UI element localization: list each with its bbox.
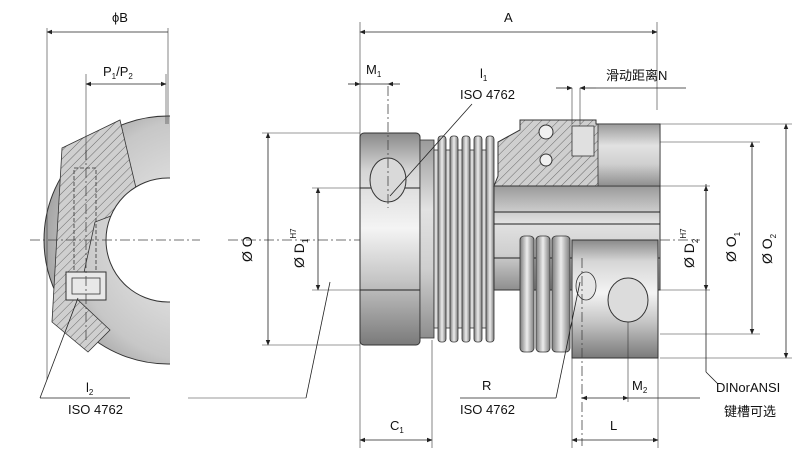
bellows: [433, 135, 495, 343]
label-r: R: [482, 378, 491, 393]
label-standard: DINorANSI: [716, 380, 780, 395]
label-keyway-optional: 键槽可选: [724, 404, 776, 419]
dim-phi-o1: Ø O1: [723, 231, 742, 262]
dim-m1: M1: [366, 62, 382, 79]
label-l2: l2: [86, 380, 94, 397]
label-slide-distance: 滑动距离N: [606, 68, 667, 83]
dim-phi-d1: Ø D1H7: [289, 228, 310, 268]
label-r-iso: ISO 4762: [460, 402, 515, 417]
side-view: A M1 l1 ISO 4762 滑动距离N Ø O Ø D1H7 Ø D2H7…: [228, 10, 792, 448]
dim-m2: M2: [632, 378, 648, 395]
dim-c1: C1: [390, 418, 404, 435]
dim-a: A: [504, 10, 513, 25]
ball-detent: [538, 124, 554, 140]
label-l2-iso: ISO 4762: [68, 402, 123, 417]
label-l1-iso: ISO 4762: [460, 87, 515, 102]
dim-phi-o2: Ø O2: [759, 233, 778, 264]
dim-phi-o: Ø O: [239, 236, 255, 262]
right-hub-screw-hole: [607, 277, 649, 323]
dim-phi-d2: Ø D2H7: [679, 228, 700, 268]
dim-l: L: [610, 418, 617, 433]
dim-phi-b: ϕB: [112, 10, 128, 25]
dim-p1-p2: P1/P2: [103, 64, 133, 81]
end-view: ϕB P1/P2 l2 ISO 4762: [30, 10, 331, 417]
label-l1: l1: [480, 66, 488, 83]
